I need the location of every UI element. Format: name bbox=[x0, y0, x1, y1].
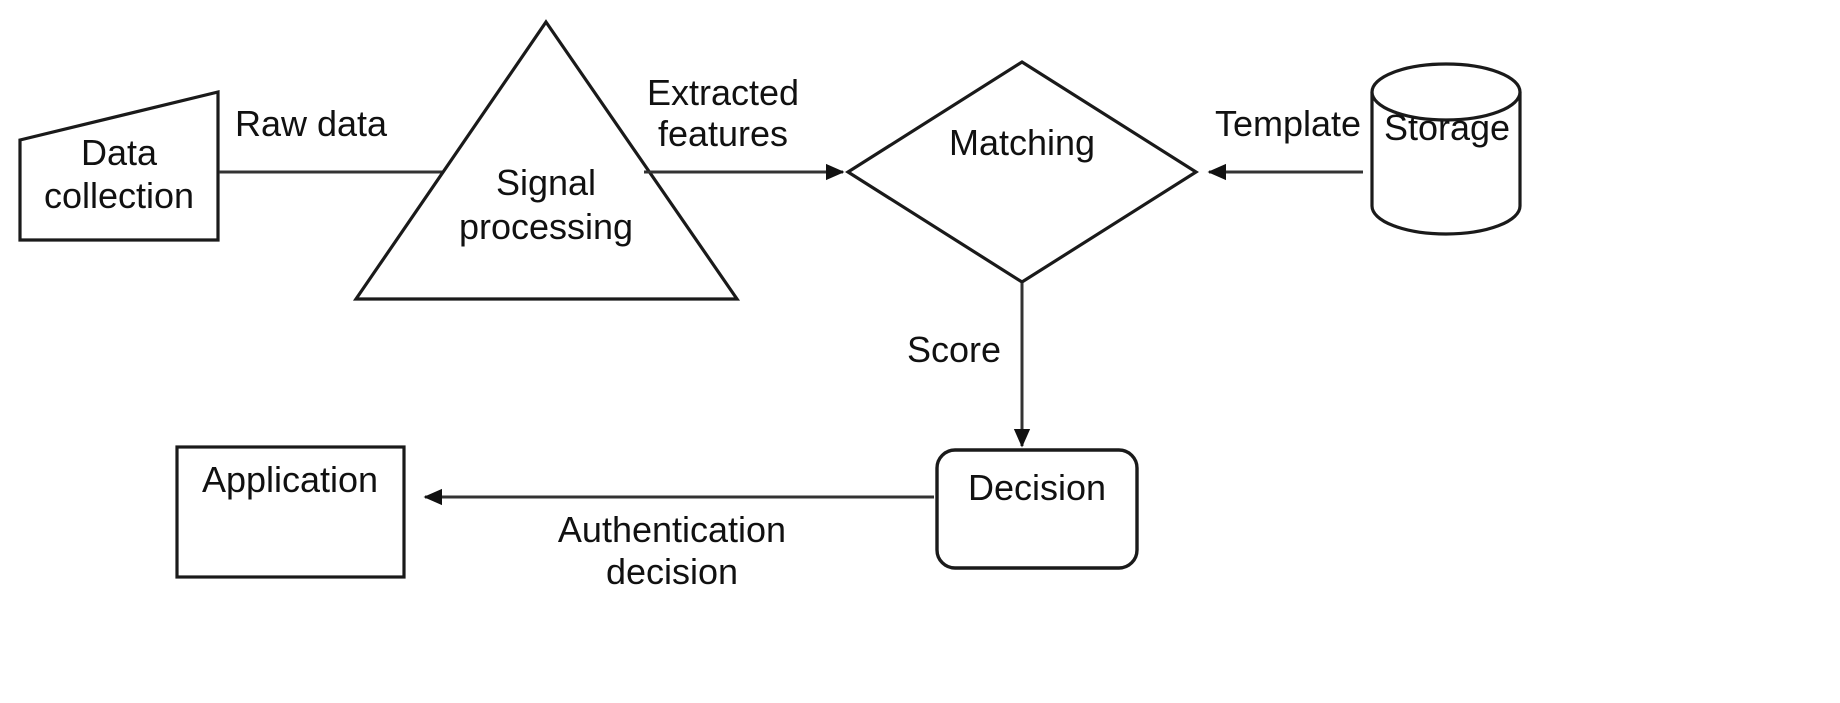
edge-extracted-features[interactable]: Extracted features bbox=[644, 72, 845, 181]
edge-authentication-decision[interactable]: Authentication decision bbox=[423, 488, 934, 592]
storage-label-line1: Storage bbox=[1384, 107, 1510, 148]
edge-raw-data[interactable]: Raw data bbox=[219, 103, 510, 181]
storage-cylinder-top bbox=[1370, 91, 1522, 122]
extracted-features-label-line2: features bbox=[658, 113, 788, 154]
data-collection-shape bbox=[18, 89, 220, 242]
extracted-features-label-line1: Extracted bbox=[647, 72, 799, 113]
storage-cylinder-body bbox=[1370, 62, 1522, 236]
signal-processing-shape bbox=[352, 19, 741, 301]
signal-processing-label-line1: Signal bbox=[496, 162, 596, 203]
node-signal-processing[interactable]: Signal processing bbox=[352, 19, 741, 301]
authentication-decision-label-line2: decision bbox=[606, 551, 738, 592]
edge-template[interactable]: Template bbox=[1207, 103, 1363, 181]
decision-shape bbox=[935, 448, 1139, 570]
node-storage[interactable]: Storage bbox=[1370, 62, 1522, 236]
node-matching[interactable]: Matching bbox=[845, 60, 1199, 284]
application-label-line1: Application bbox=[202, 459, 378, 500]
raw-data-label-line1: Raw data bbox=[235, 103, 388, 144]
data-collection-label-line1: Data bbox=[81, 132, 158, 173]
matching-shape bbox=[845, 60, 1199, 284]
data-collection-label-line2: collection bbox=[44, 175, 194, 216]
decision-label-line1: Decision bbox=[968, 467, 1106, 508]
application-shape bbox=[175, 445, 406, 579]
score-label-line1: Score bbox=[907, 329, 1001, 370]
authentication-decision-label-line1: Authentication bbox=[558, 509, 786, 550]
node-application[interactable]: Application bbox=[175, 445, 406, 579]
node-decision[interactable]: Decision bbox=[935, 448, 1139, 570]
matching-label-line1: Matching bbox=[949, 122, 1095, 163]
node-data-collection[interactable]: Data collection bbox=[18, 89, 220, 242]
edge-score[interactable]: Score bbox=[907, 283, 1031, 448]
signal-processing-label-line2: processing bbox=[459, 206, 633, 247]
template-label-line1: Template bbox=[1215, 103, 1361, 144]
